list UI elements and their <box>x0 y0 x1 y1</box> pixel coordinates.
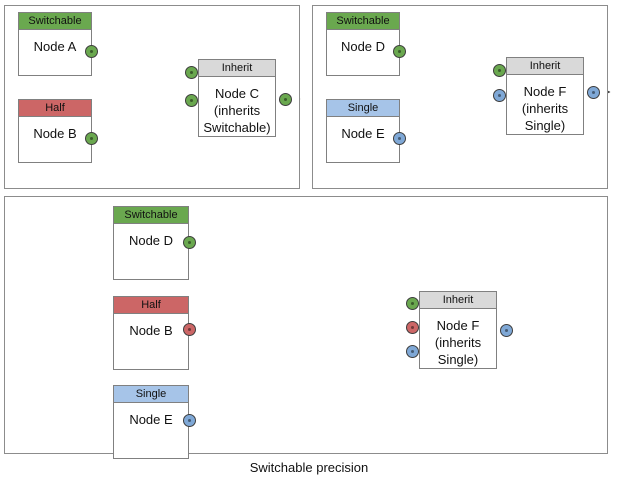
node-d-label: Node D <box>340 39 386 54</box>
node-a-label: Node A <box>33 39 77 54</box>
node-c-output-pin[interactable] <box>279 93 292 106</box>
node-b-output-pin[interactable] <box>85 132 98 145</box>
node-e-label: Node E <box>341 126 385 141</box>
node-f-input-pin-1[interactable] <box>493 64 506 77</box>
node-f2-input-pin-3[interactable] <box>406 345 419 358</box>
node-f2-label: Node F (inherits Single) <box>434 318 482 367</box>
node-d-output-pin[interactable] <box>393 45 406 58</box>
node-b2-header: Half <box>114 297 188 314</box>
node-b2-label: Node B <box>129 323 173 338</box>
node-f[interactable]: Inherit Node F (inherits Single) <box>506 57 584 135</box>
node-e-output-pin[interactable] <box>393 132 406 145</box>
node-b2[interactable]: Half Node B <box>113 296 189 370</box>
node-c[interactable]: Inherit Node C (inherits Switchable) <box>198 59 276 137</box>
node-b[interactable]: Half Node B <box>18 99 92 163</box>
node-f2[interactable]: Inherit Node F (inherits Single) <box>419 291 497 369</box>
panel-switchable-precision <box>4 196 608 454</box>
node-a-header: Switchable <box>19 13 91 30</box>
node-e-header: Single <box>327 100 399 117</box>
node-e2-label: Node E <box>129 412 173 427</box>
node-e2-output-pin[interactable] <box>183 414 196 427</box>
diagram-caption: Switchable precision <box>249 460 369 475</box>
node-f-output-pin[interactable] <box>587 86 600 99</box>
node-f-header: Inherit <box>507 58 583 75</box>
node-b-header: Half <box>19 100 91 117</box>
node-b2-output-pin[interactable] <box>183 323 196 336</box>
node-c-input-pin-1[interactable] <box>185 66 198 79</box>
node-d2-label: Node D <box>128 233 174 248</box>
node-a[interactable]: Switchable Node A <box>18 12 92 76</box>
node-f-label: Node F (inherits Single) <box>521 84 569 133</box>
node-c-label: Node C (inherits Switchable) <box>203 86 271 135</box>
node-c-input-pin-2[interactable] <box>185 94 198 107</box>
node-d2[interactable]: Switchable Node D <box>113 206 189 280</box>
node-f-input-pin-2[interactable] <box>493 89 506 102</box>
node-e2[interactable]: Single Node E <box>113 385 189 459</box>
node-f2-input-pin-2[interactable] <box>406 321 419 334</box>
node-f2-output-pin[interactable] <box>500 324 513 337</box>
node-d2-header: Switchable <box>114 207 188 224</box>
node-c-header: Inherit <box>199 60 275 77</box>
node-d[interactable]: Switchable Node D <box>326 12 400 76</box>
node-f2-input-pin-1[interactable] <box>406 297 419 310</box>
node-e2-header: Single <box>114 386 188 403</box>
node-e[interactable]: Single Node E <box>326 99 400 163</box>
node-b-label: Node B <box>33 126 77 141</box>
node-d-header: Switchable <box>327 13 399 30</box>
node-f2-header: Inherit <box>420 292 496 309</box>
node-a-output-pin[interactable] <box>85 45 98 58</box>
node-d2-output-pin[interactable] <box>183 236 196 249</box>
